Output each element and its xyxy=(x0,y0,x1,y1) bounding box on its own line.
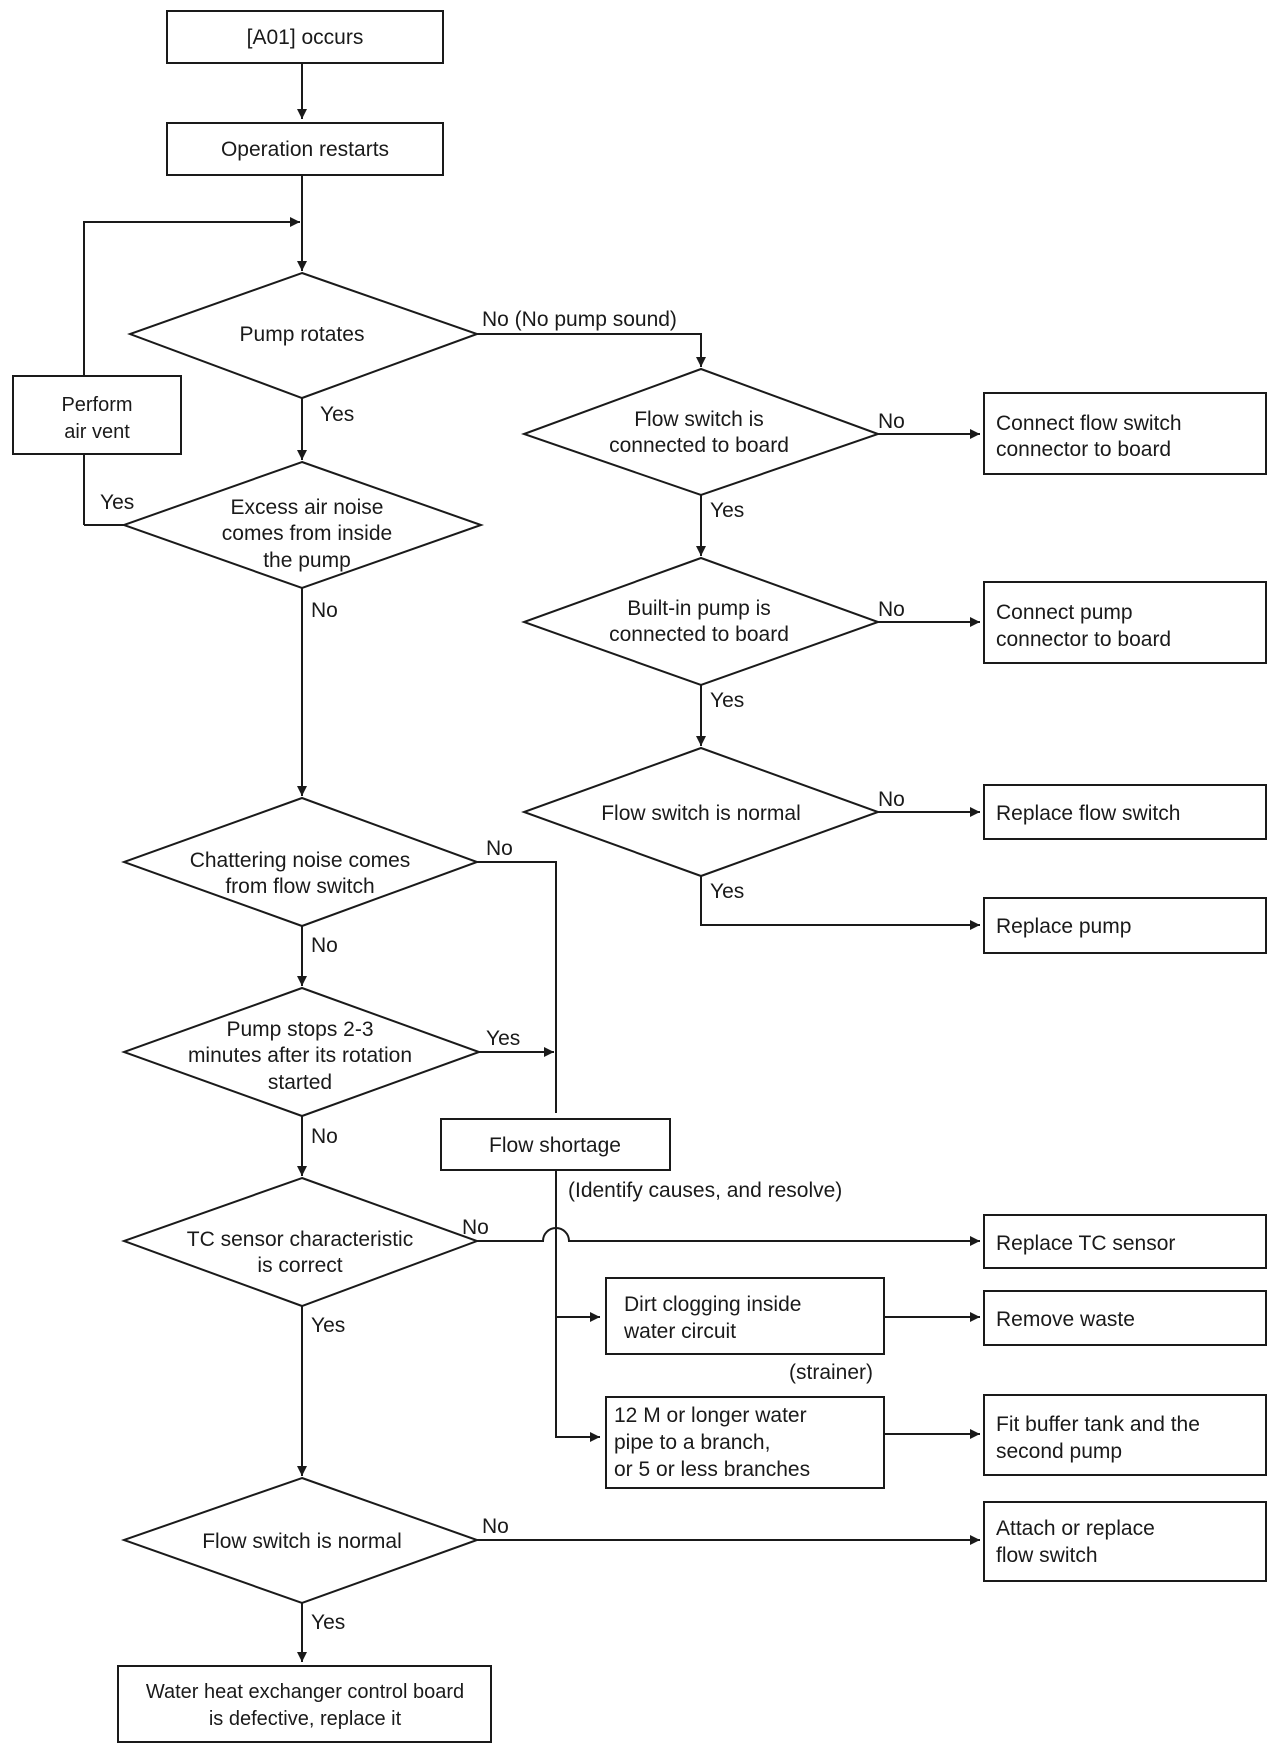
long-pipe-label-2: pipe to a branch, xyxy=(614,1431,770,1454)
replace-pump-label: Replace pump xyxy=(996,915,1131,938)
label-yes-fs-left: Yes xyxy=(311,1611,345,1634)
air-vent-label-2: air vent xyxy=(64,421,130,443)
restart-box: Operation restarts xyxy=(166,122,444,176)
replace-pump-box: Replace pump xyxy=(983,897,1267,954)
restart-label: Operation restarts xyxy=(221,138,389,161)
label-no-tc: No xyxy=(462,1216,489,1239)
pump-stops-label-3: started xyxy=(268,1071,332,1094)
decision-pump-connected: Built-in pump is connected to board xyxy=(521,556,881,687)
label-no-fs-left: No xyxy=(482,1515,509,1538)
chattering-label-2: from flow switch xyxy=(225,875,374,898)
arrow-tc-no xyxy=(477,1227,980,1246)
line-flow-shortage-causes xyxy=(555,1170,600,1442)
strainer-note: (strainer) xyxy=(789,1361,873,1384)
buffer-tank-label-2: second pump xyxy=(996,1440,1122,1463)
connect-pump-label-2: connector to board xyxy=(996,628,1171,651)
remove-waste-label: Remove waste xyxy=(996,1308,1135,1331)
excess-air-label-1: Excess air noise xyxy=(231,496,384,519)
pump-connected-label-1: Built-in pump is xyxy=(627,597,771,620)
label-yes-excess-air: Yes xyxy=(100,491,134,514)
fs-connected-label-1: Flow switch is xyxy=(634,408,764,431)
replace-fs-label: Replace flow switch xyxy=(996,802,1180,825)
attach-fs-label-2: flow switch xyxy=(996,1544,1098,1567)
label-yes-pump-rotates: Yes xyxy=(320,403,354,426)
line-chattering-yes xyxy=(477,861,557,1113)
connect-pump-label-1: Connect pump xyxy=(996,601,1133,624)
air-vent-label-1: Perform xyxy=(61,394,132,416)
long-pipe-label-1: 12 M or longer water xyxy=(614,1404,807,1427)
decision-chattering: Chattering noise comes from flow switch xyxy=(121,796,480,928)
label-no-fs-right: No xyxy=(878,788,905,811)
excess-air-label-3: the pump xyxy=(263,549,351,572)
dirt-label-2: water circuit xyxy=(623,1320,736,1343)
fs-normal-right-label: Flow switch is normal xyxy=(601,802,801,825)
decision-pump-rotates: Pump rotates xyxy=(127,271,480,400)
arrow-pump-rotates-no xyxy=(477,333,706,367)
decision-flow-switch-normal-right: Flow switch is normal xyxy=(521,746,881,878)
label-yes-pump-stops: Yes xyxy=(486,1027,520,1050)
long-pipe-box: 12 M or longer water pipe to a branch, o… xyxy=(605,1396,885,1489)
decision-tc-sensor: TC sensor characteristic is correct xyxy=(121,1176,480,1308)
connect-fs-label-1: Connect flow switch xyxy=(996,412,1182,435)
branch-labels: No (No pump sound) Yes Yes No No No Yes … xyxy=(100,308,905,1634)
board-defective-box: Water heat exchanger control board is de… xyxy=(117,1665,492,1743)
identify-causes-note: (Identify causes, and resolve) xyxy=(568,1179,842,1202)
board-defective-label-2: is defective, replace it xyxy=(209,1708,402,1730)
chattering-label-1: Chattering noise comes xyxy=(190,849,411,872)
pump-rotates-label: Pump rotates xyxy=(240,323,365,346)
start-box: [A01] occurs xyxy=(166,10,444,64)
flow-shortage-label: Flow shortage xyxy=(489,1134,621,1157)
arrow-air-vent-loop xyxy=(83,217,300,376)
tc-sensor-label-2: is correct xyxy=(257,1254,342,1277)
pump-stops-label-1: Pump stops 2-3 xyxy=(226,1018,373,1041)
arrow-replace-pump xyxy=(700,876,980,930)
connect-flow-switch-box: Connect flow switch connector to board xyxy=(983,392,1267,475)
tc-sensor-label-1: TC sensor characteristic xyxy=(187,1228,413,1251)
label-no-chattering: No xyxy=(486,837,513,860)
label-yes-fs-right: Yes xyxy=(710,880,744,903)
flow-shortage-box: Flow shortage xyxy=(440,1118,671,1171)
pump-stops-label-2: minutes after its rotation xyxy=(188,1044,412,1067)
label-no-chattering-down: No xyxy=(311,934,338,957)
decision-flow-switch-connected: Flow switch is connected to board xyxy=(521,367,881,497)
attach-flow-switch-box: Attach or replace flow switch xyxy=(983,1501,1267,1582)
start-label: [A01] occurs xyxy=(247,26,364,49)
air-vent-box: Perform air vent xyxy=(12,375,182,455)
connect-pump-box: Connect pump connector to board xyxy=(983,581,1267,664)
label-yes-pump-connected: Yes xyxy=(710,689,744,712)
replace-tc-label: Replace TC sensor xyxy=(996,1232,1175,1255)
label-no-pump-sound: No (No pump sound) xyxy=(482,308,677,331)
pump-connected-label-2: connected to board xyxy=(609,623,789,646)
replace-tc-box: Replace TC sensor xyxy=(983,1214,1267,1269)
replace-flow-switch-box: Replace flow switch xyxy=(983,784,1267,840)
label-no-pump-stops: No xyxy=(311,1125,338,1148)
attach-fs-label-1: Attach or replace xyxy=(996,1517,1155,1540)
label-yes-fs-connected: Yes xyxy=(710,499,744,522)
decision-flow-switch-normal-left: Flow switch is normal xyxy=(120,1476,480,1605)
decision-excess-air: Excess air noise comes from inside the p… xyxy=(121,460,485,590)
buffer-tank-label-1: Fit buffer tank and the xyxy=(996,1413,1200,1436)
label-no-fs-connected: No xyxy=(878,410,905,433)
remove-waste-box: Remove waste xyxy=(983,1290,1267,1346)
fs-connected-label-2: connected to board xyxy=(609,434,789,457)
label-no-pump-connected: No xyxy=(878,598,905,621)
long-pipe-label-3: or 5 or less branches xyxy=(614,1458,810,1481)
connectors xyxy=(83,63,980,1662)
decision-pump-stops: Pump stops 2-3 minutes after its rotatio… xyxy=(121,986,482,1118)
board-defective-label-1: Water heat exchanger control board xyxy=(146,1681,464,1703)
label-no-excess-air: No xyxy=(311,599,338,622)
connect-fs-label-2: connector to board xyxy=(996,438,1171,461)
dirt-label-1: Dirt clogging inside xyxy=(624,1293,801,1316)
label-yes-tc: Yes xyxy=(311,1314,345,1337)
dirt-box: Dirt clogging inside water circuit xyxy=(605,1277,885,1355)
fs-normal-left-label: Flow switch is normal xyxy=(202,1530,402,1553)
excess-air-label-2: comes from inside xyxy=(222,522,392,545)
buffer-tank-box: Fit buffer tank and the second pump xyxy=(983,1394,1267,1476)
